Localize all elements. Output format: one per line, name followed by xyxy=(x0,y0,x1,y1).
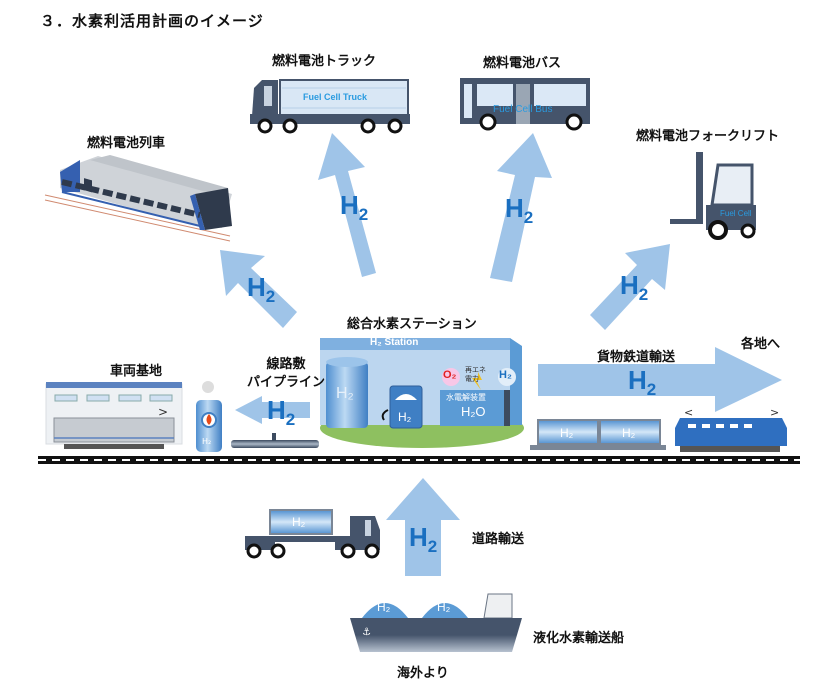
freight-container-1-label: H₂ xyxy=(560,426,574,440)
lh2-carrier-ship-icon: ⚓ xyxy=(350,593,522,652)
arrow-to-regions xyxy=(538,347,782,412)
electrolyzer-label: 水電解装置 xyxy=(446,393,486,402)
electrolyzer-input: H₂O xyxy=(461,404,486,419)
page-title: ３．水素利活用計画のイメージ xyxy=(40,12,264,30)
label-fuel-cell-train: 燃料電池列車 xyxy=(87,136,166,151)
station-tank-label: H₂ xyxy=(336,385,354,402)
label-vehicle-depot: 車両基地 xyxy=(110,364,163,379)
ship-tank-2-label: H₂ xyxy=(437,600,451,614)
svg-text:>: > xyxy=(770,406,779,419)
railway-track xyxy=(38,456,800,464)
h2-label-forklift-arrow: H2 xyxy=(620,270,649,304)
arrow-to-forklift xyxy=(590,244,670,330)
vehicle-depot-icon: > xyxy=(45,381,319,452)
bus-text: Fuel Cell Bus xyxy=(493,104,553,115)
hydrogen-station-icon xyxy=(320,338,524,448)
forklift-text: Fuel Cell xyxy=(720,209,752,218)
freight-train-icon: < > xyxy=(530,406,787,452)
label-to-regions: 各地へ xyxy=(741,337,781,352)
label-hydrogen-station: 総合水素ステーション xyxy=(347,317,477,332)
svg-text:>: > xyxy=(158,405,168,419)
label-from-overseas: 海外より xyxy=(397,666,449,681)
svg-text:<: < xyxy=(684,406,693,419)
arrow-to-bus xyxy=(490,133,552,282)
h2-label-truck-arrow: H2 xyxy=(340,190,369,224)
arrow-to-truck xyxy=(318,133,376,277)
h2-label-pipeline-arrow: H2 xyxy=(267,395,296,429)
label-road-transport: 道路輸送 xyxy=(472,532,525,547)
label-lh2-ship: 液化水素輸送船 xyxy=(533,631,625,646)
anchor-icon: ⚓ xyxy=(362,627,371,638)
fuel-cell-truck-icon xyxy=(250,79,410,134)
label-fuel-cell-bus: 燃料電池バス xyxy=(483,56,562,71)
label-freight-rail: 貨物鉄道輸送 xyxy=(597,350,676,365)
arrow-from-sea xyxy=(386,478,460,576)
label-pipeline: 線路敷パイプライン xyxy=(247,357,326,390)
label-fuel-cell-truck: 燃料電池トラック xyxy=(272,54,377,69)
h2-label-bus-arrow: H2 xyxy=(505,193,534,227)
h2-label-freight-arrow: H2 xyxy=(628,365,657,399)
label-fuel-cell-forklift: 燃料電池フォークリフト xyxy=(636,129,780,144)
fuel-cell-forklift-icon xyxy=(670,152,756,240)
arrow-to-train xyxy=(220,250,297,328)
ship-tank-1-label: H₂ xyxy=(377,600,391,614)
o2-label: O₂ xyxy=(443,369,457,381)
depot-tank-label: H₂ xyxy=(202,437,212,446)
renewable-label: 再エネ電力 xyxy=(465,366,486,383)
dispenser-label: H₂ xyxy=(398,410,412,424)
h2-label-train-arrow: H2 xyxy=(247,272,276,306)
road-container-label: H₂ xyxy=(292,515,306,529)
fuel-cell-bus-icon xyxy=(460,78,590,131)
arrow-pipeline xyxy=(235,396,310,424)
freight-container-2-label: H₂ xyxy=(622,426,636,440)
fuel-cell-train-icon xyxy=(44,155,232,242)
road-transport-truck-icon xyxy=(245,509,380,559)
h2-label-sea-arrow: H2 xyxy=(409,522,438,556)
h2-bubble-label: H₂ xyxy=(499,369,512,381)
station-sign: H₂ Station xyxy=(370,337,419,348)
truck-text: Fuel Cell Truck xyxy=(303,92,368,102)
